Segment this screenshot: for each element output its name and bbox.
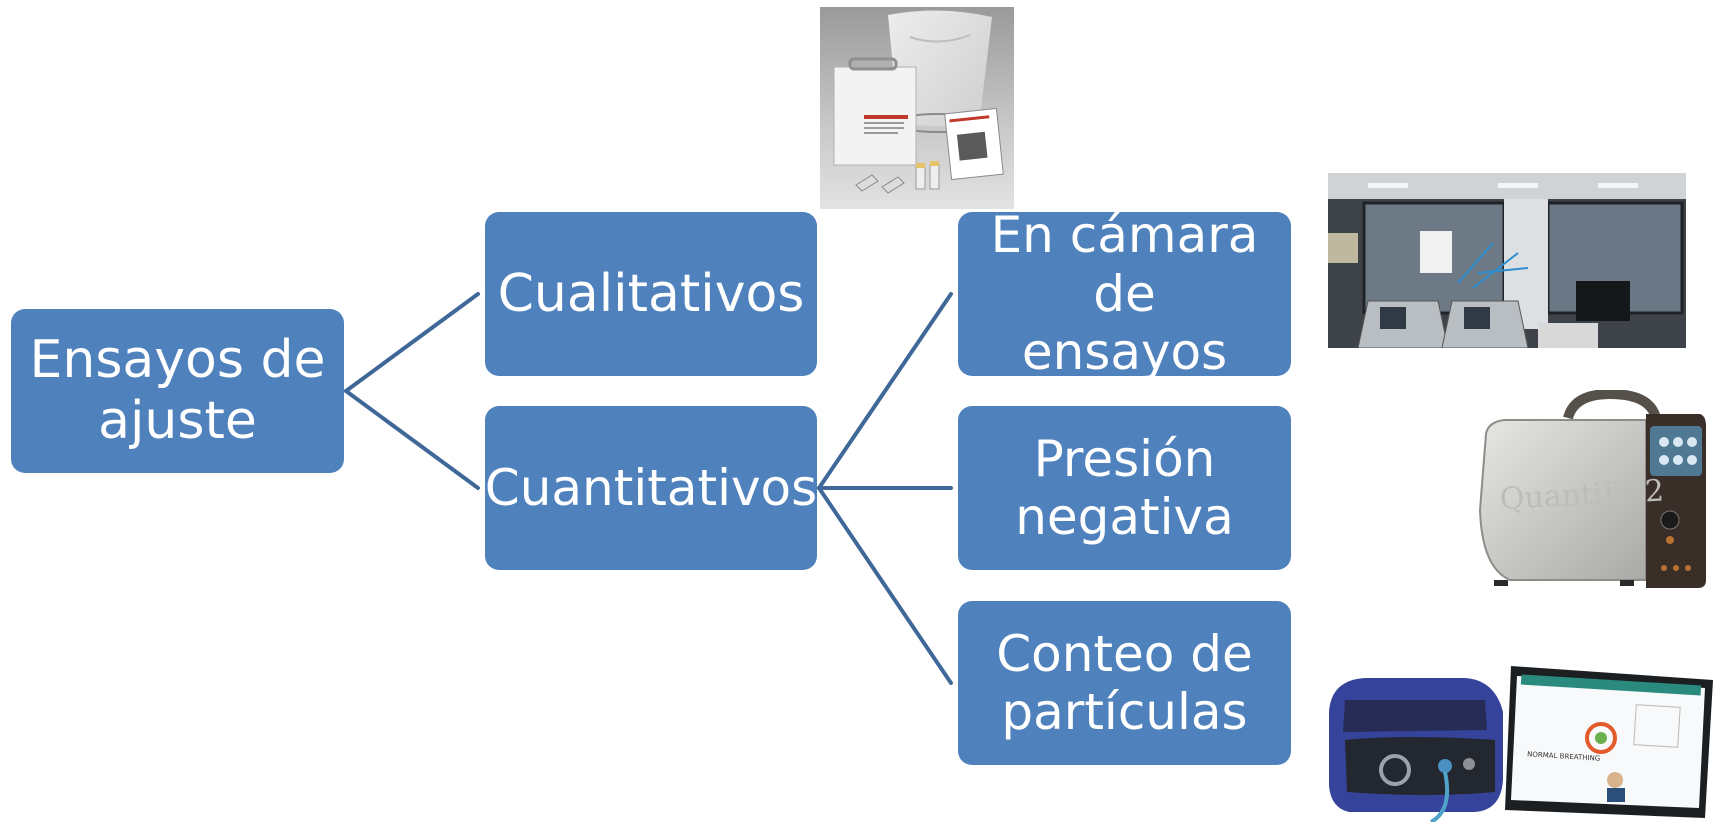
test-chamber-image (1328, 173, 1686, 348)
quantifit-brand-label: QuantiFit2 (1499, 474, 1665, 518)
connector-root-cualitativos (344, 292, 480, 393)
node-ensayos-de-ajuste: Ensayos de ajuste (11, 309, 344, 473)
node-cualitativos: Cualitativos (485, 212, 817, 376)
node-conteo-de-particulas: Conteo de partículas (958, 601, 1291, 765)
connector-cuantitativos-camara (817, 292, 953, 490)
connector-cuantitativos-conteo (817, 486, 953, 685)
node-cuantitativos: Cuantitativos (485, 406, 817, 570)
particle-counter-tablet-image: NORMAL BREATHING (1325, 660, 1715, 822)
connector-root-cuantitativos (344, 389, 480, 490)
quantifit-device-image: QuantiFit2 (1470, 390, 1710, 602)
node-presion-negativa: Presión negativa (958, 406, 1291, 570)
qualitative-fit-test-kit-image (820, 7, 1014, 209)
node-en-camara-de-ensayos: En cámara de ensayos (958, 206, 1291, 381)
